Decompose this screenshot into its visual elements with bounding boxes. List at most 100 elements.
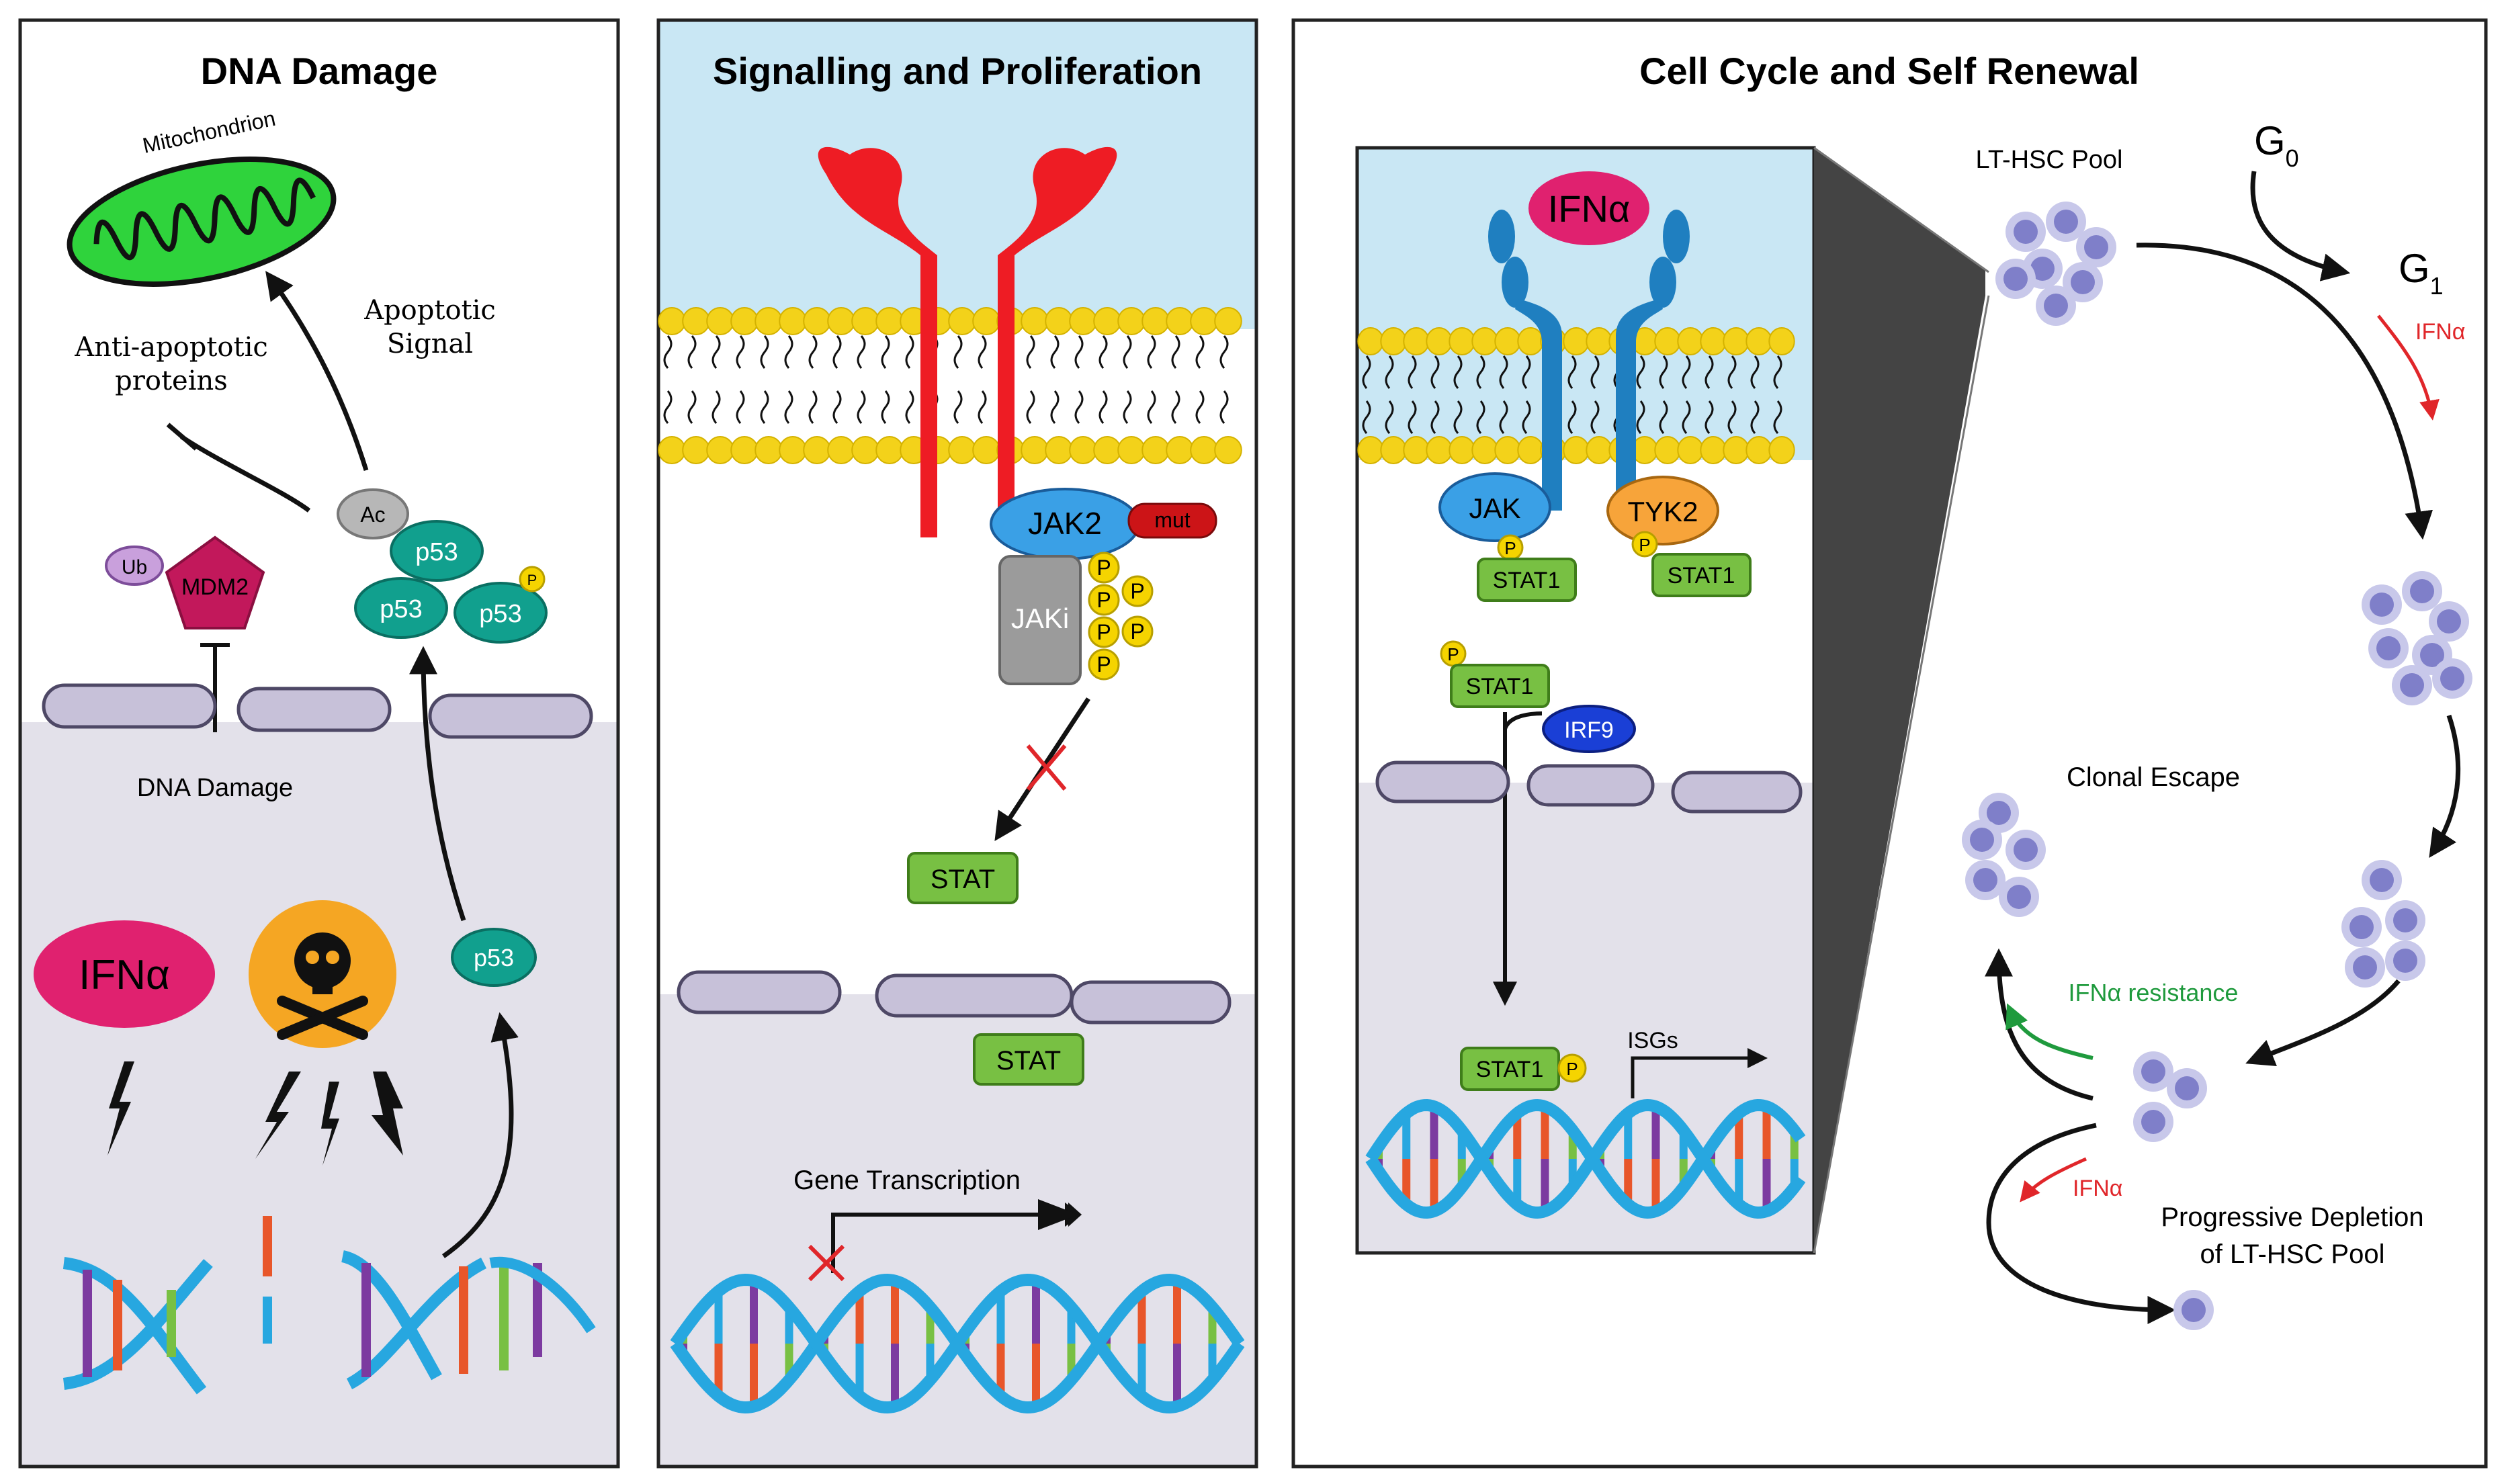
- stat1-label: STAT1: [1493, 568, 1561, 593]
- ifn-alpha: [1528, 171, 1649, 245]
- phospho-label: P: [1096, 652, 1111, 676]
- phospho-label: P: [1447, 644, 1459, 664]
- panel-signalling: Signalling and Proliferation JAK2 mut JA…: [656, 18, 1258, 1469]
- skull-crossbones-icon: [249, 900, 396, 1048]
- stat-protein-nuclear: [973, 1033, 1084, 1086]
- mitochondrion-icon: [67, 157, 337, 287]
- phospho-label: P: [1096, 620, 1111, 644]
- ifn-arrow-label: IFNα: [2415, 319, 2465, 345]
- inhibition-bar: [166, 423, 198, 451]
- mdm2-shape: [165, 535, 265, 629]
- damage-to-p53-arrow: [441, 1012, 519, 1258]
- nuclear-membrane: [1375, 760, 1803, 814]
- phospho-label: P: [527, 572, 537, 588]
- ifn-resistance-label: IFNα resistance: [2069, 979, 2239, 1006]
- depletion-arrow: [1986, 1123, 2176, 1324]
- lt-hsc-single: [2173, 1290, 2214, 1330]
- acetyl-group: [337, 488, 409, 539]
- lt-hsc-pool-label: LT-HSC Pool: [1976, 146, 2123, 174]
- isgs-label: ISGs: [1627, 1028, 1678, 1053]
- p53-translocation-arrow: [409, 646, 466, 922]
- stat-protein: [907, 852, 1019, 904]
- lightning-icon: [107, 1061, 403, 1166]
- panel-border: [656, 18, 1258, 1469]
- stat-label: STAT: [996, 1046, 1061, 1076]
- cycle-arrow-1: [2136, 243, 2433, 540]
- g1-label: G1: [2399, 246, 2444, 300]
- cycle-arrow-2: [2429, 714, 2461, 858]
- g0-label: G0: [2254, 118, 2299, 172]
- anti-apoptotic-label-2: proteins: [115, 365, 228, 396]
- stat1-label: STAT1: [1476, 1057, 1544, 1082]
- block-x-icon: [808, 1244, 845, 1282]
- p53-label: p53: [380, 595, 422, 623]
- isg-transcription-arrow: [1631, 1048, 1768, 1098]
- apoptotic-arrow: [265, 271, 369, 472]
- extracellular-region: [658, 20, 1256, 329]
- irf9-protein: [1542, 705, 1636, 753]
- panel-title: Signalling and Proliferation: [713, 50, 1202, 92]
- ubiquitin: [105, 545, 164, 586]
- panel-border: [1291, 18, 2488, 1469]
- clonal-escape-label: Clonal Escape: [2067, 762, 2240, 792]
- ifn-alpha: [34, 920, 215, 1028]
- nucleus-region: [658, 994, 1256, 1467]
- jak2-label: JAK2: [1028, 506, 1102, 541]
- ifn-depletion-arrow: [2020, 1157, 2087, 1203]
- stat1-protein: [1477, 558, 1577, 602]
- p53-label: p53: [415, 538, 458, 566]
- ifn-resistance-arrow: [2005, 1003, 2094, 1060]
- stat-label: STAT: [931, 865, 995, 894]
- cell-membrane: [658, 307, 1242, 464]
- mdm2-protein: Ub MDM2: [105, 535, 265, 629]
- progressive-depletion-label-2: of LT-HSC Pool: [2200, 1239, 2385, 1269]
- mut-badge: [1127, 503, 1217, 539]
- lt-hsc-cluster: [2133, 1051, 2207, 1142]
- phospho-label: P: [1639, 535, 1650, 555]
- panel-title: DNA Damage: [201, 50, 438, 92]
- blocked-signal-arrow: [994, 697, 1090, 842]
- progressive-depletion-label: Progressive Depletion: [2161, 1203, 2423, 1232]
- mitochondrion-label: Mitochondrion: [140, 106, 277, 158]
- phospho-label: P: [1130, 579, 1144, 603]
- lt-hsc-cluster: [2341, 860, 2425, 988]
- phospho-label: P: [1096, 588, 1111, 612]
- jak-label: JAK: [1469, 492, 1520, 524]
- panel-title: Cell Cycle and Self Renewal: [1639, 50, 2139, 92]
- phosphate-group: [1088, 552, 1154, 681]
- nucleus-region: [20, 722, 618, 1467]
- p53-complex: Ac p53 p53 p53 P: [337, 488, 548, 644]
- jaki-label: JAKi: [1011, 603, 1069, 634]
- nuclear-membrane: [677, 970, 1232, 1024]
- panel-cell-cycle: Cell Cycle and Self Renewal IFNα JAK TYK…: [1291, 18, 2488, 1469]
- p53-label: p53: [474, 944, 514, 971]
- irf9-label: IRF9: [1564, 717, 1614, 743]
- ub-label: Ub: [122, 556, 147, 578]
- cycle-arrow-3: [2245, 979, 2401, 1067]
- mdm2-label: MDM2: [181, 574, 249, 600]
- inset-nucleus: [1357, 783, 1814, 1253]
- tyk2-label: TYK2: [1627, 496, 1698, 527]
- cytokine-receptor: [818, 146, 1117, 537]
- ifn-depletion-label: IFNα: [2073, 1176, 2122, 1201]
- dna-broken: [62, 1216, 596, 1395]
- p53-nuclear: [451, 928, 537, 987]
- panel-border: [18, 18, 620, 1469]
- p53-label: p53: [479, 600, 521, 628]
- phospho-label: P: [1130, 619, 1144, 644]
- ifn-label: IFNα: [1548, 187, 1631, 230]
- stat1-protein: [1651, 553, 1752, 597]
- tyk2-protein: [1606, 476, 1719, 545]
- g0-to-g1-arrow: [2250, 171, 2351, 281]
- clonal-escape-arrow: [1985, 948, 2094, 1101]
- phospho-label: P: [1566, 1059, 1578, 1079]
- stat1-protein: [1450, 664, 1550, 708]
- zoom-wedge: [1814, 148, 1985, 1253]
- ifnar-receptor: [1488, 210, 1690, 511]
- panel-dna-damage: DNA Damage Mitochondrion Apoptotic Signa…: [18, 18, 620, 1469]
- nuclear-membrane: [42, 683, 593, 739]
- phospho-label: P: [1096, 556, 1111, 580]
- gene-transcription-label: Gene Transcription: [793, 1166, 1021, 1195]
- stat1-label: STAT1: [1466, 674, 1534, 699]
